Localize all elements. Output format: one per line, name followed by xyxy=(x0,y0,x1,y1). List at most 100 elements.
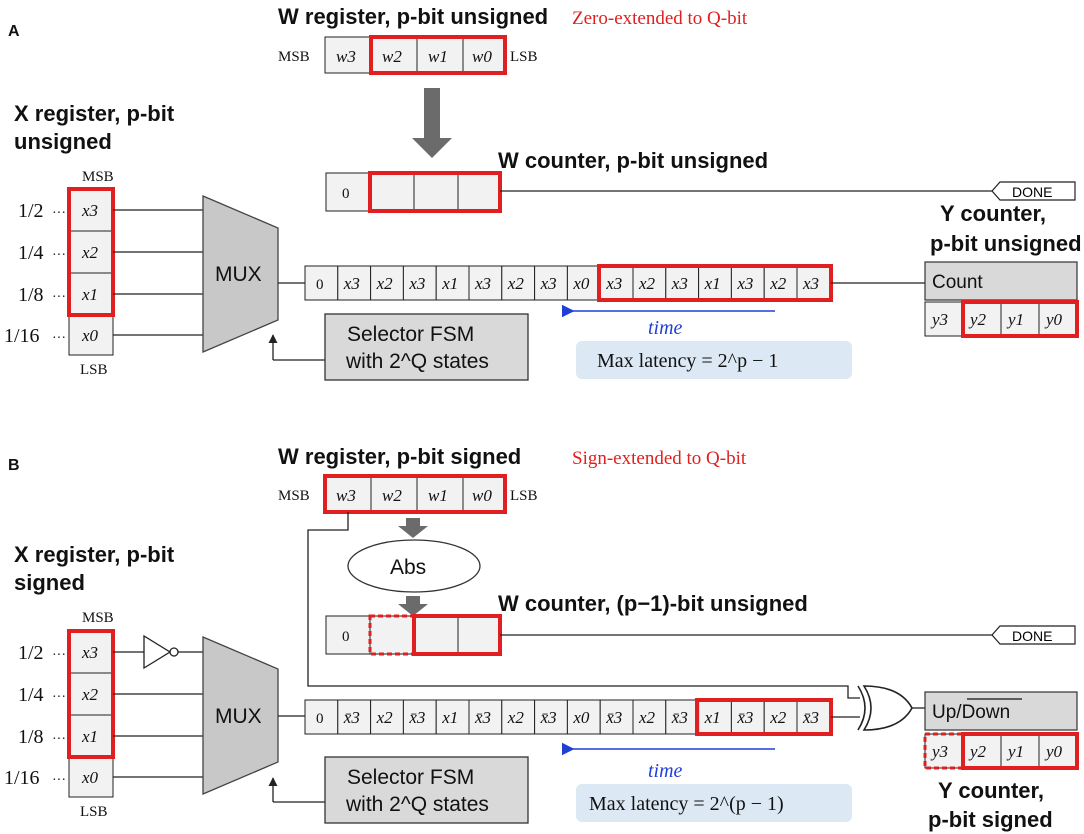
a-w-counter-zero: 0 xyxy=(342,186,350,202)
a-weight-1: 1/4 xyxy=(18,242,44,264)
b-w-register-title: W register, p-bit signed xyxy=(278,444,521,469)
b-stream-cell-label: x̄3 xyxy=(736,708,753,727)
a-w-register-title: W register, p-bit unsigned xyxy=(278,4,548,29)
a-stream-cell-label: x2 xyxy=(376,274,394,293)
b-abs-label: Abs xyxy=(390,556,426,579)
b-stream-cell-label: x̄3 xyxy=(671,708,688,727)
b-w-msb-label: MSB xyxy=(278,488,310,504)
a-down-arrow xyxy=(412,88,452,158)
svg-text:···: ··· xyxy=(52,290,66,305)
a-stream-cell-label: x1 xyxy=(704,274,721,293)
a-stream-cell xyxy=(501,265,536,301)
svg-text:···: ··· xyxy=(52,248,66,263)
b-x-bit-2: x2 xyxy=(81,685,99,704)
b-x-msb-label: MSB xyxy=(82,610,114,626)
a-weight-2: 1/8 xyxy=(18,284,44,306)
b-x-register: x3 x2 x1 x0 xyxy=(67,629,115,798)
a-weight-0: 1/2 xyxy=(18,200,44,222)
panel-b-label: B xyxy=(8,457,20,474)
b-stream-cell-label: x1 xyxy=(704,708,721,727)
a-x-bit-2: x2 xyxy=(81,243,99,262)
b-stream-cell-label: x̄3 xyxy=(408,708,425,727)
b-y-counter-title-2: p-bit signed xyxy=(928,807,1053,832)
a-stream-cell-label: x1 xyxy=(441,274,458,293)
b-w-register: MSB w3 w2 w1 w0 LSB xyxy=(278,474,538,514)
b-w-bit-2: w2 xyxy=(382,486,402,505)
svg-text:···: ··· xyxy=(52,206,66,221)
b-y-counter-title-1: Y counter, xyxy=(938,778,1044,803)
b-x-bit-0: x0 xyxy=(81,768,99,787)
b-x-bit-1: x1 xyxy=(81,727,98,746)
b-mux xyxy=(202,636,279,795)
a-stream-cell-label: x3 xyxy=(802,274,819,293)
b-xor-gate xyxy=(857,685,913,731)
a-x-bit-0: x0 xyxy=(81,326,99,345)
b-x-bit-3: x3 xyxy=(81,643,98,662)
a-w-register-note: Zero-extended to Q-bit xyxy=(572,8,748,29)
a-selector-line1: Selector FSM xyxy=(347,323,474,346)
b-x-lsb-label: LSB xyxy=(80,804,108,820)
a-x-lsb-label: LSB xyxy=(80,362,108,378)
b-stream-cell xyxy=(468,699,503,735)
b-w-bit-0: w0 xyxy=(472,486,492,505)
b-mux-label: MUX xyxy=(215,705,262,728)
b-w-lsb-label: LSB xyxy=(510,488,538,504)
a-weight-3: 1/16 xyxy=(4,325,40,347)
a-stream-cell-label: x2 xyxy=(769,274,787,293)
b-selector-line1: Selector FSM xyxy=(347,766,474,789)
b-arrow-to-abs xyxy=(398,518,428,538)
b-stream-cell xyxy=(304,699,339,735)
panel-a-label: A xyxy=(8,23,20,40)
b-stream-cell xyxy=(370,699,404,735)
a-y-counter-title-1: Y counter, xyxy=(940,201,1046,226)
a-stream-cell xyxy=(534,265,568,301)
a-w-lsb-label: LSB xyxy=(510,49,538,65)
a-stream-cell-label: x3 xyxy=(540,274,557,293)
b-stream-cell xyxy=(632,699,667,735)
b-stream-cell-label: x̄3 xyxy=(343,708,360,727)
b-w-bit-3: w3 xyxy=(336,486,356,505)
a-latency-box xyxy=(576,341,852,379)
a-latency-label: Max latency = 2^p − 1 xyxy=(597,350,778,372)
b-stream-cell xyxy=(337,699,372,735)
svg-text:···: ··· xyxy=(52,773,66,788)
a-y-bit-1: y1 xyxy=(1006,310,1024,329)
a-selector-fsm xyxy=(324,313,529,381)
a-stream-cell-label: x3 xyxy=(736,274,753,293)
b-updown-box xyxy=(924,691,1078,731)
a-mux xyxy=(202,195,279,353)
b-selector-fsm xyxy=(324,756,529,824)
a-y-counter-title-2: p-bit unsigned xyxy=(930,231,1082,256)
b-w-counter-zero: 0 xyxy=(342,629,350,645)
b-latency-label: Max latency = 2^(p − 1) xyxy=(589,793,784,815)
a-y-bit-3: y3 xyxy=(930,310,948,329)
a-w-bit-2: w2 xyxy=(382,47,402,66)
a-w-msb-label: MSB xyxy=(278,49,310,65)
a-done-flag xyxy=(991,181,1076,201)
b-time-label: time xyxy=(648,760,683,782)
a-stream-cell xyxy=(566,265,601,301)
b-y-bit-2: y2 xyxy=(968,742,987,761)
b-stream-cell-label: x̄3 xyxy=(474,708,491,727)
b-stream-cell xyxy=(599,699,634,735)
b-latency-box xyxy=(576,784,852,822)
a-stream-cell xyxy=(370,265,404,301)
b-weight-1: 1/4 xyxy=(18,684,44,706)
a-count-label: Count xyxy=(932,272,983,293)
a-mux-label: MUX xyxy=(215,263,262,286)
a-x-msb-label: MSB xyxy=(82,169,114,185)
b-w-counter-title: W counter, (p−1)-bit unsigned xyxy=(498,591,808,616)
a-stream-cell-label: x2 xyxy=(507,274,525,293)
a-time-label: time xyxy=(648,317,683,339)
b-done-label: DONE xyxy=(1012,628,1052,644)
a-y-bit-0: y0 xyxy=(1044,310,1063,329)
a-stream-cell-label: x3 xyxy=(671,274,688,293)
a-w-bit-0: w0 xyxy=(472,47,492,66)
a-stream-cell-label: x0 xyxy=(572,274,590,293)
a-y-register: y3 y2 y1 y0 xyxy=(924,300,1079,338)
b-done-flag xyxy=(991,625,1076,645)
b-stream-cell-label: x2 xyxy=(638,708,656,727)
b-stream-cell xyxy=(566,699,601,735)
b-stream-cell xyxy=(534,699,568,735)
